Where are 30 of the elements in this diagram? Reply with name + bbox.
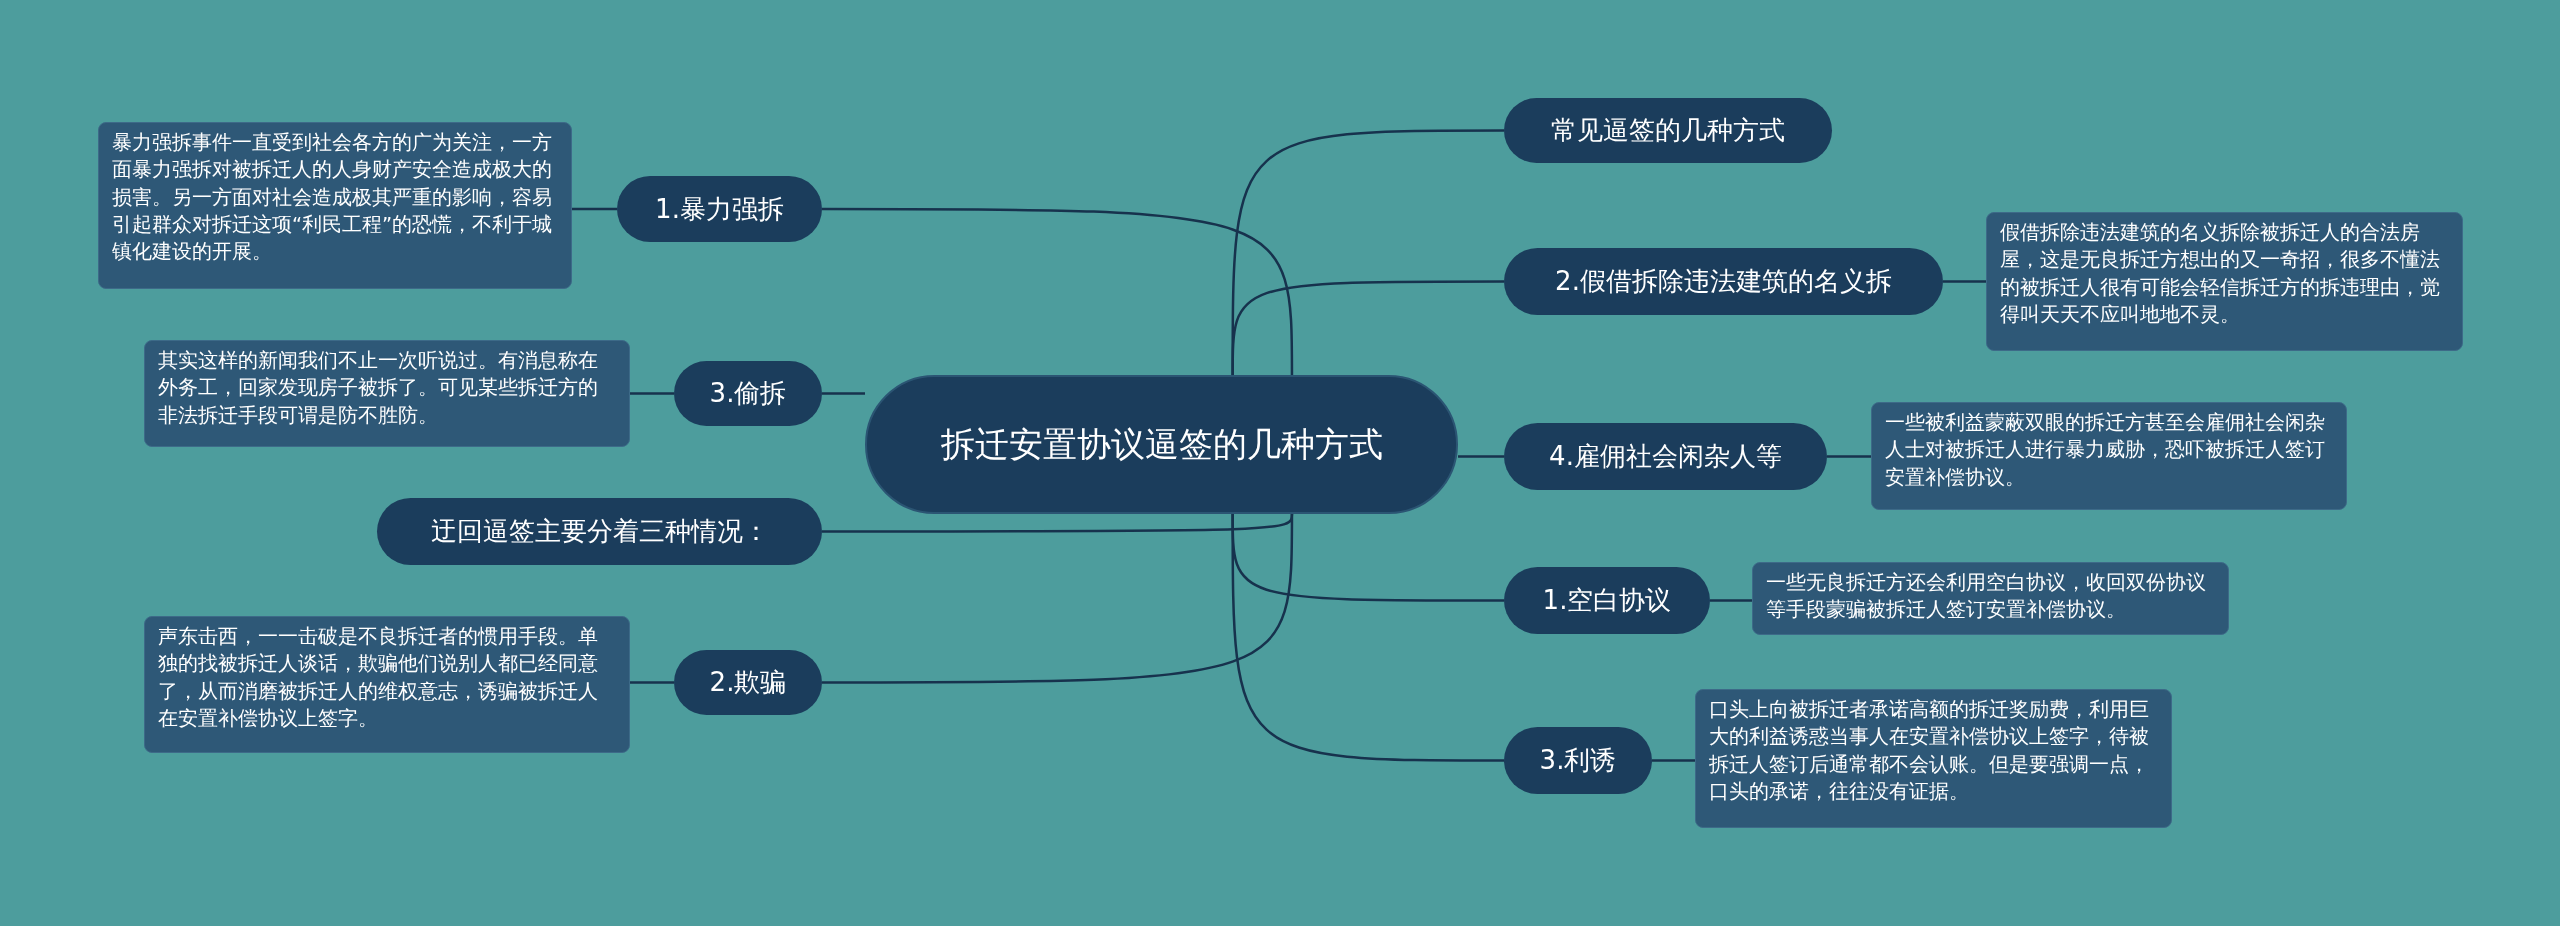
topic-label: 2.欺骗 (674, 650, 822, 715)
connector-line (822, 207, 1294, 375)
note-card: 口头上向被拆迁者承诺高额的拆迁奖励费，利用巨大的利益诱惑当事人在安置补偿协议上签字，待被拆迁人签订后通常都不会认账。但是要强调一点，口头的承诺，往往没有证据。 (1695, 689, 2172, 828)
connector-line (1827, 455, 1871, 458)
topic-label: 1.暴力强拆 (617, 176, 822, 242)
note-card: 假借拆除违法建筑的名义拆除被拆迁人的合法房屋，这是无良拆迁方想出的又一奇招，很多不懂法的被拆迁人很有可能会轻信拆迁方的拆违理由，觉得叫天天不应叫地地不灵。 (1986, 212, 2463, 351)
note-card: 其实这样的新闻我们不止一次听说过。有消息称在外务工，回家发现房子被拆了。可见某些拆迁方的非法拆迁手段可谓是防不胜防。 (144, 340, 630, 447)
connector-line (822, 392, 865, 395)
topic-label: 3.偷拆 (674, 361, 822, 426)
connector-line (1231, 280, 1504, 375)
topic-label: 3.利诱 (1504, 727, 1652, 794)
connector-line (1943, 280, 1986, 283)
note-card: 暴力强拆事件一直受到社会各方的广为关注，一方面暴力强拆对被拆迁人的人身财产安全造成极大的损害。另一方面对社会造成极其严重的影响，容易引起群众对拆迁这项“利民工程”的恐慌，不利于城镇化建设的开展。 (98, 122, 572, 289)
note-card: 一些无良拆迁方还会利用空白协议，收回双份协议等手段蒙骗被拆迁人签订安置补偿协议。 (1752, 562, 2229, 635)
topic-label: 常见逼签的几种方式 (1504, 98, 1832, 163)
connector-line (822, 514, 1294, 684)
connector-line (630, 392, 674, 395)
connector-line (1458, 455, 1504, 458)
connector-line (572, 207, 617, 211)
central-topic: 拆迁安置协议逼签的几种方式 (865, 375, 1458, 514)
connector-line (1652, 759, 1695, 762)
topic-label: 1.空白协议 (1504, 567, 1710, 634)
topic-label: 4.雇佣社会闲杂人等 (1504, 423, 1827, 490)
connector-line (630, 681, 674, 684)
note-card: 声东击西，一一击破是不良拆迁者的惯用手段。单独的找被拆迁人谈话，欺骗他们说别人都已经同意了，从而消磨被拆迁人的维权意志，诱骗被拆迁人在安置补偿协议上签字。 (144, 616, 630, 753)
connector-line (1710, 599, 1752, 602)
connector-line (1231, 514, 1504, 762)
topic-label: 迂回逼签主要分着三种情况： (377, 498, 822, 565)
note-card: 一些被利益蒙蔽双眼的拆迁方甚至会雇佣社会闲杂人士对被拆迁人进行暴力威胁，恐吓被拆迁人签订安置补偿协议。 (1871, 402, 2347, 510)
topic-label: 2.假借拆除违法建筑的名义拆 (1504, 248, 1943, 315)
